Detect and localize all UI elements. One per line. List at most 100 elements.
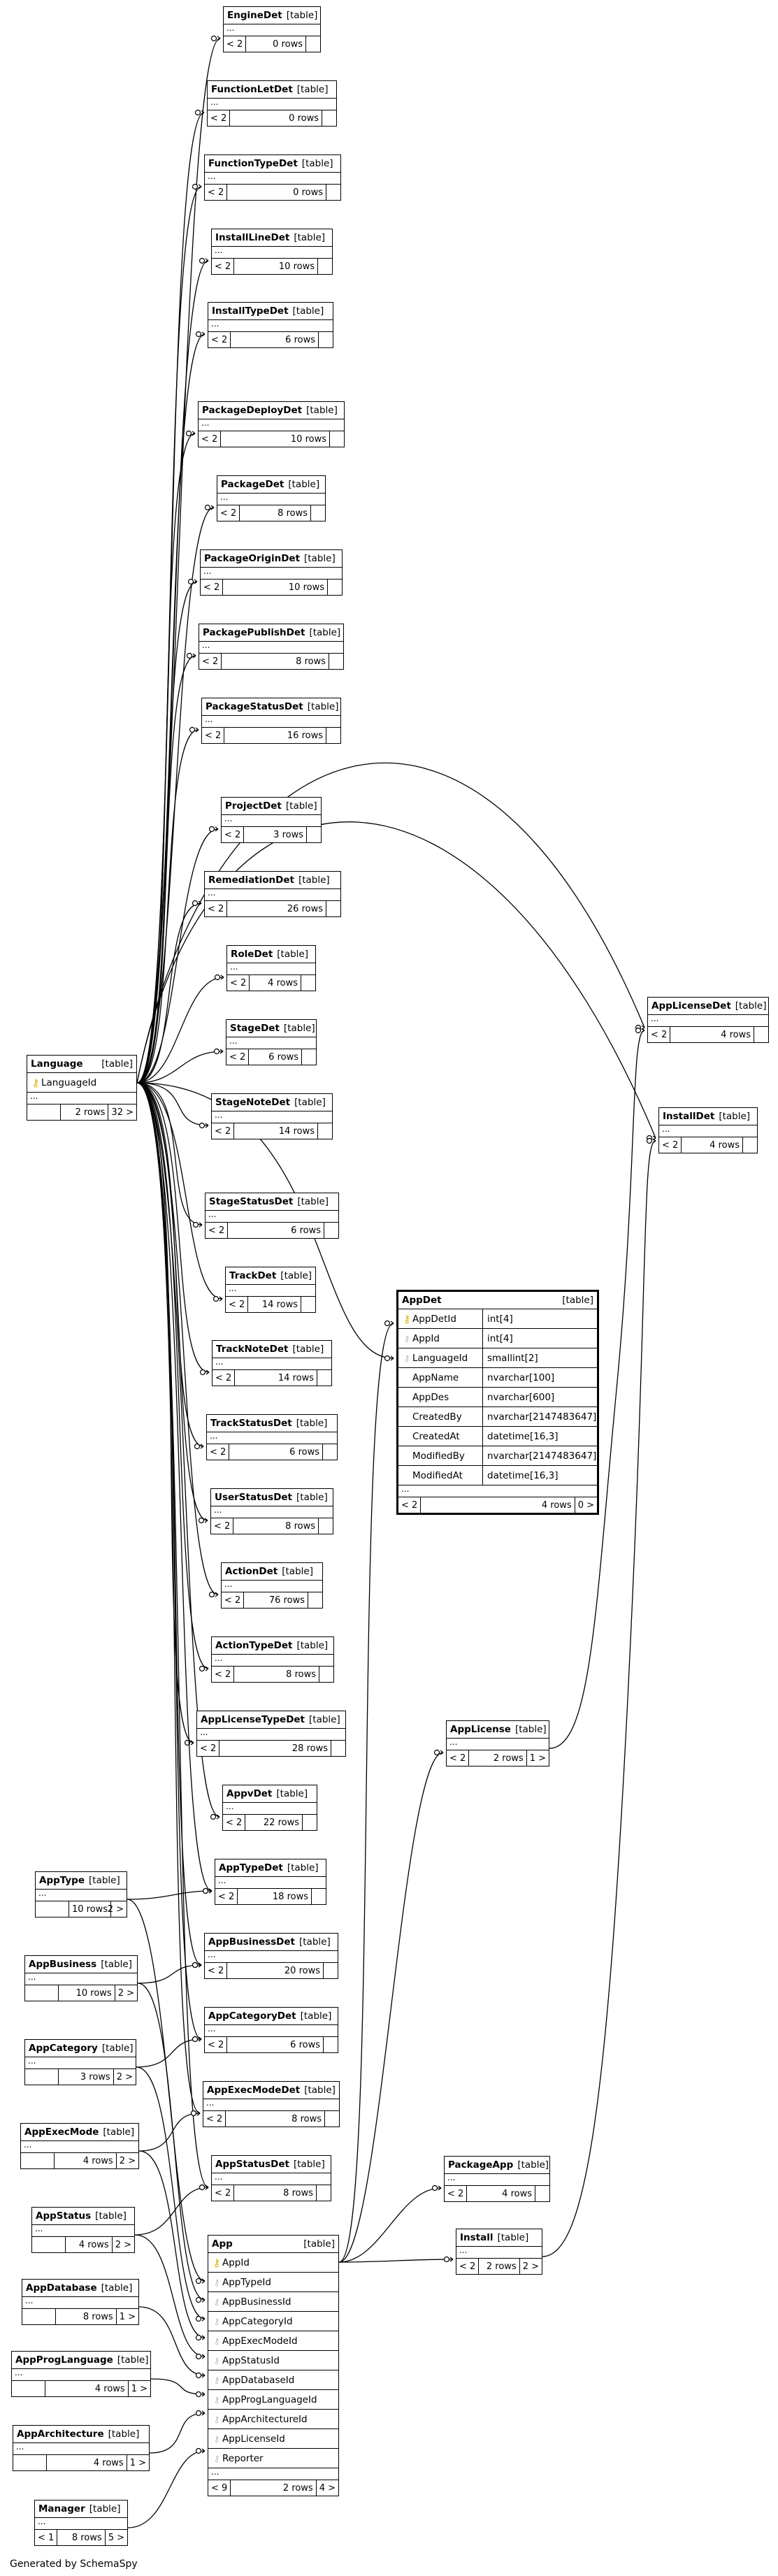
parents-count[interactable]: < 2 [211,1518,234,1534]
parents-count[interactable] [25,1985,59,2001]
parents-count[interactable]: < 2 [212,1370,236,1386]
parents-count[interactable]: < 2 [445,2186,468,2201]
row-count[interactable]: 2 rows [479,2259,520,2274]
parents-count[interactable]: < 9 [208,2480,231,2496]
row-count[interactable]: 22 rows [245,1815,303,1830]
children-count[interactable] [319,332,333,347]
row-count[interactable]: 8 rows [233,1518,319,1534]
row-count[interactable]: 8 rows [222,654,329,669]
row-count[interactable]: 4 rows [47,2455,127,2470]
parents-count[interactable]: < 2 [215,1889,238,1904]
children-count[interactable] [330,431,344,447]
parents-count[interactable] [32,2237,66,2252]
parents-count[interactable]: < 2 [199,654,222,669]
children-count[interactable] [307,827,321,842]
row-count[interactable]: 4 rows [45,2381,129,2396]
column-row[interactable]: ⚷AppLicenseId [208,2429,338,2449]
row-count[interactable]: 76 rows [244,1592,308,1608]
parents-count[interactable] [36,1901,69,1917]
children-count[interactable] [303,1815,317,1830]
row-count[interactable]: 14 rows [248,1297,301,1312]
children-count[interactable]: 5 > [108,2532,124,2543]
parents-count[interactable]: < 2 [226,1049,250,1065]
row-count[interactable]: 8 rows [57,2530,106,2545]
table-app[interactable]: App[table]⚷AppId⚷AppTypeId⚷AppBusinessId… [208,2235,339,2496]
parents-count[interactable]: < 2 [447,1750,470,1766]
row-count[interactable]: 6 rows [249,1049,302,1065]
children-count[interactable]: 1 > [131,2383,147,2394]
children-count[interactable] [326,185,340,200]
children-count[interactable] [329,654,343,669]
children-count[interactable]: 2 > [107,1904,124,1915]
parents-count[interactable]: < 1 [35,2530,58,2545]
column-row[interactable]: ⚷AppStatusId [208,2351,338,2370]
parents-count[interactable]: < 2 [203,2111,226,2127]
children-count[interactable] [328,580,342,595]
row-count[interactable]: 4 rows [421,1497,575,1513]
row-count[interactable]: 16 rows [224,728,326,743]
row-count[interactable]: 2 rows [61,1104,109,1120]
column-row[interactable]: ⚷AppId [208,2253,338,2273]
parents-count[interactable]: < 2 [398,1497,422,1513]
children-count[interactable] [326,728,340,743]
row-count[interactable]: 4 rows [682,1137,743,1153]
children-count[interactable] [318,1123,332,1139]
children-count[interactable] [754,1027,768,1042]
parents-count[interactable]: < 2 [227,975,250,991]
children-count[interactable]: 2 > [116,2071,133,2082]
children-count[interactable]: 2 > [119,2155,136,2166]
parents-count[interactable]: < 2 [222,1592,245,1608]
parents-count[interactable]: < 2 [205,2037,228,2052]
parents-count[interactable] [13,2455,47,2470]
column-row[interactable]: ⚷AppArchitectureId [208,2410,338,2429]
row-count[interactable]: 14 rows [234,1123,318,1139]
children-count[interactable] [331,1741,345,1756]
row-count[interactable]: 10 rows [59,1985,115,2001]
children-count[interactable] [535,2186,549,2201]
column-row[interactable]: ⚷AppExecModeId [208,2331,338,2351]
row-count[interactable]: 6 rows [231,332,319,347]
children-count[interactable] [324,1223,338,1238]
children-count[interactable] [317,2185,331,2201]
parents-count[interactable]: < 2 [208,110,231,126]
row-count[interactable]: 8 rows [240,505,311,521]
parents-count[interactable]: < 2 [212,1667,235,1682]
parents-count[interactable]: < 2 [207,1444,230,1460]
parents-count[interactable]: < 2 [222,827,245,842]
parents-count[interactable]: < 2 [456,2259,480,2274]
children-count[interactable] [306,36,320,52]
row-count[interactable]: 3 rows [59,2069,114,2085]
parents-count[interactable]: < 2 [212,1123,235,1139]
row-count[interactable]: 18 rows [238,1889,312,1904]
row-count[interactable]: 3 rows [244,827,307,842]
children-count[interactable] [311,505,325,521]
parents-count[interactable] [27,1104,61,1120]
children-count[interactable] [312,1889,326,1904]
row-count[interactable]: 4 rows [55,2153,117,2168]
row-count[interactable]: 2 rows [231,2480,317,2496]
column-row[interactable]: ⚷LanguageId [27,1073,136,1093]
